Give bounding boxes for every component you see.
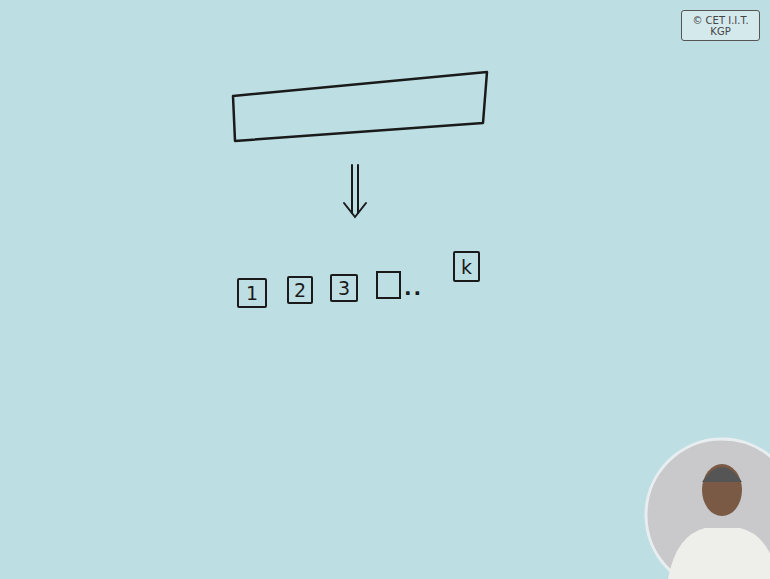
presenter-inset <box>646 439 770 579</box>
inset-frame <box>646 439 770 579</box>
presenter-head <box>702 464 742 516</box>
empty-box <box>377 272 400 298</box>
node-text-group: 3 <box>338 277 350 299</box>
long-array-box <box>233 72 487 141</box>
down-arrow <box>344 165 366 217</box>
node-text-group: k <box>461 256 472 278</box>
node-text-group: 2 <box>294 279 306 301</box>
watermark-text: © CET I.I.T. KGP <box>685 15 756 37</box>
node-text-group: 1 <box>246 282 258 304</box>
array-cell: 2 <box>287 276 313 304</box>
arrow-head <box>344 203 366 217</box>
cell-number: 3 <box>338 277 350 299</box>
presenter-shirt <box>668 528 770 579</box>
array-cell: 3 <box>330 274 358 302</box>
arrow-shaft-right <box>357 165 359 213</box>
arrow-shaft-left <box>351 165 353 213</box>
cell-number: 1 <box>246 282 258 304</box>
node-text-group: © CET I.I.T. KGP <box>685 15 756 37</box>
presenter-hair <box>702 467 742 482</box>
array-cell: 1 <box>237 278 267 308</box>
array-cell: k <box>453 251 480 282</box>
watermark-box: © CET I.I.T. KGP <box>681 10 760 41</box>
ellipsis-dots: .. <box>404 276 423 300</box>
cell-number: k <box>461 256 472 278</box>
cell-number: 2 <box>294 279 306 301</box>
